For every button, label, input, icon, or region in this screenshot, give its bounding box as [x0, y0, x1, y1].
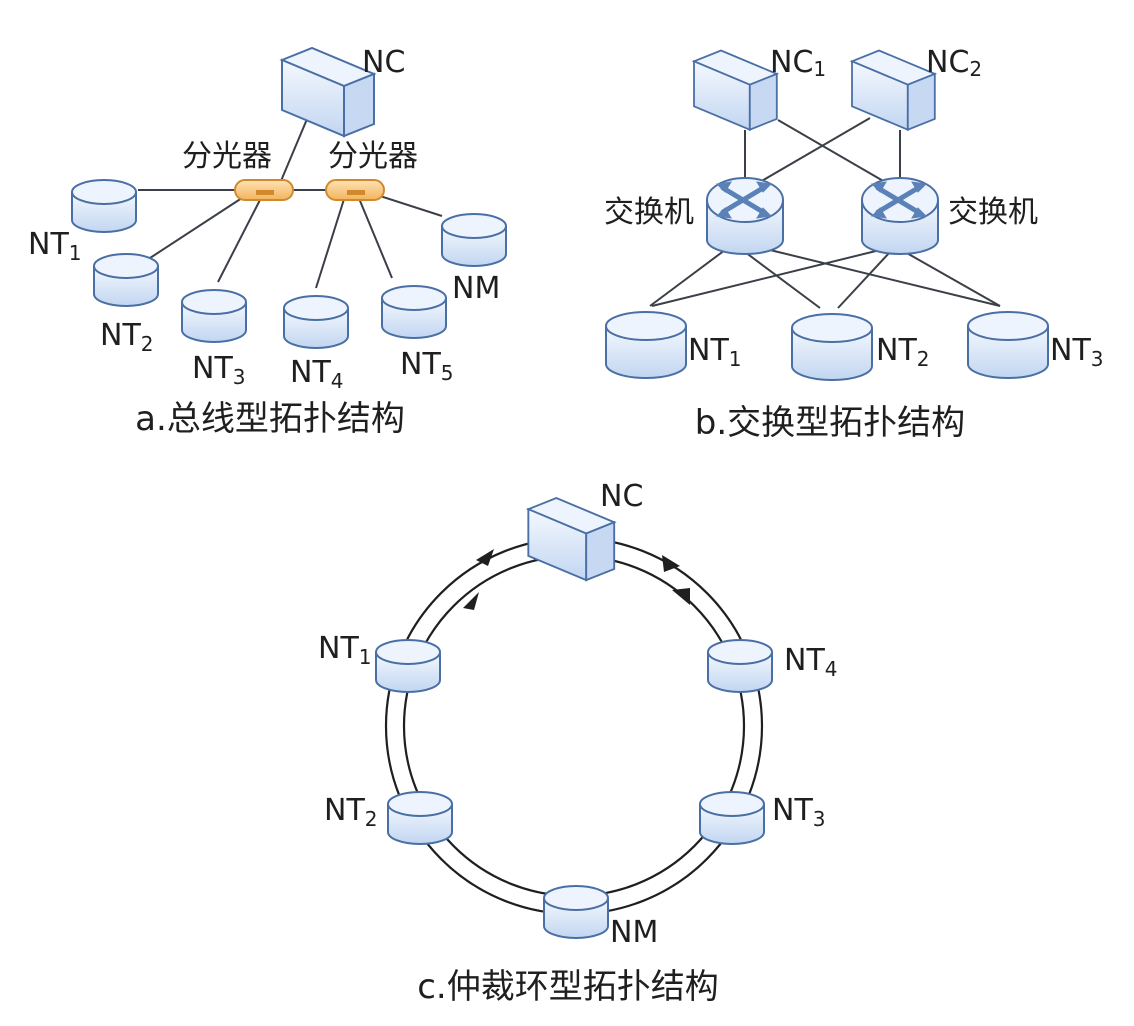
panel-b-switched-topology: NC1 NC2 交换机 交换机 NT1 NT2 NT3 b.交换型拓扑结构: [604, 45, 1104, 443]
nc2-device-icon: [851, 49, 936, 131]
panel-a-caption: a.总线型拓扑结构: [135, 399, 405, 439]
c-nt4-label: NT4: [784, 643, 838, 681]
nt4-label: NT4: [290, 355, 344, 393]
switch-1-router-icon: [707, 178, 783, 254]
b-nt2-disk-icon: [791, 313, 873, 381]
panel-c-caption: c.仲裁环型拓扑结构: [417, 967, 719, 1007]
nt2-label: NT2: [100, 318, 154, 356]
c-nm-label: NM: [610, 915, 658, 950]
nc2-label: NC2: [926, 45, 982, 81]
nt2-disk-icon: [93, 253, 159, 307]
c-nt3-label: NT3: [772, 793, 826, 831]
splitter-2: [325, 179, 385, 201]
c-nt3-disk-icon: [699, 791, 765, 845]
nm-disk-icon: [441, 213, 507, 267]
c-nt2-label: NT2: [324, 793, 378, 831]
nt5-label: NT5: [400, 347, 454, 385]
nm-label: NM: [452, 271, 500, 306]
switched-links: [649, 117, 1001, 309]
splitter-1: [234, 179, 294, 201]
switch-1-label: 交换机: [604, 195, 694, 230]
c-nc-label: NC: [600, 479, 643, 514]
nt5-disk-icon: [381, 285, 447, 339]
c-nt1-label: NT1: [318, 631, 372, 669]
b-nt2-label: NT2: [876, 333, 930, 371]
nt3-label: NT3: [192, 351, 246, 389]
splitter-1-label: 分光器: [182, 139, 272, 174]
c-nt2-disk-icon: [387, 791, 453, 845]
nt1-disk-icon: [71, 179, 137, 233]
panel-c-arbitrated-ring-topology: NC NT1 NT4 NT2 NT3 NM c.仲裁环型拓扑结构: [318, 479, 838, 1007]
ring-direction-arrows: [463, 549, 690, 610]
nc-label: NC: [362, 45, 405, 80]
outer-ring: [384, 536, 764, 916]
b-nt3-label: NT3: [1050, 333, 1104, 371]
b-nt1-label: NT1: [688, 333, 742, 371]
switch-2-router-icon: [862, 178, 938, 254]
b-nt1-disk-icon: [605, 311, 687, 379]
c-nt4-disk-icon: [707, 639, 773, 693]
bus-links: [138, 111, 443, 289]
splitter-2-label: 分光器: [328, 139, 418, 174]
panel-a-bus-topology: NC 分光器 分光器 NT1 NT2 NT3 NT4 NT5 NM a.总线型拓…: [28, 45, 507, 439]
nt4-disk-icon: [283, 295, 349, 349]
nc-device-icon: [281, 47, 375, 137]
b-nt3-disk-icon: [967, 311, 1049, 379]
nt1-label: NT1: [28, 227, 82, 265]
inner-ring: [402, 554, 746, 898]
nt3-disk-icon: [181, 289, 247, 343]
c-nm-disk-icon: [543, 885, 609, 939]
nc1-label: NC1: [770, 45, 826, 81]
switch-2-label: 交换机: [948, 195, 1038, 230]
nc1-device-icon: [693, 49, 778, 131]
c-nt1-disk-icon: [375, 639, 441, 693]
panel-b-caption: b.交换型拓扑结构: [695, 403, 965, 443]
